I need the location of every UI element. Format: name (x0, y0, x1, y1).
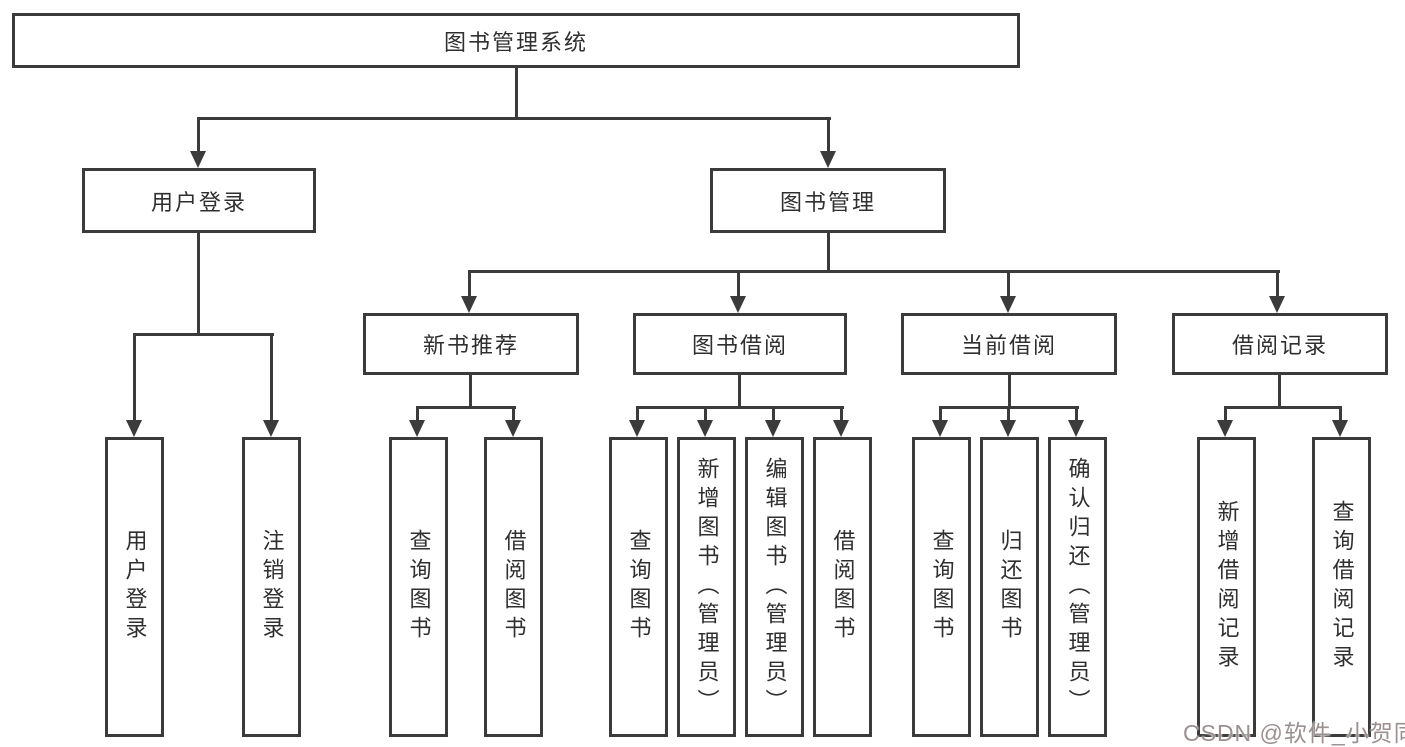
connector-br-leaf1-stem (1224, 406, 1227, 422)
node-new-books: 新书推荐 (363, 313, 579, 375)
connector-bb-leaf3-stem (772, 406, 775, 422)
arrowhead-nb-query (409, 420, 425, 437)
connector-new-books-stem (469, 375, 472, 408)
node-book-mgmt: 图书管理 (710, 168, 946, 233)
node-user-login: 用户登录 (82, 168, 316, 233)
arrowhead-bb-borrow (833, 420, 849, 437)
connector-cat3-stem (1007, 270, 1010, 298)
arrowhead-bb-query (629, 420, 645, 437)
connector-nb-leaf2-stem (512, 406, 515, 422)
arrowhead-new-books (461, 296, 477, 313)
connector-nb-leaf1-stem (416, 406, 419, 422)
connector-ul-leaf1-stem (133, 333, 136, 421)
arrowhead-user-login (190, 151, 206, 168)
node-borrow-records: 借阅记录 (1172, 313, 1388, 375)
watermark: CSDN @软件_小贺同学 (1183, 720, 1405, 746)
leaf-br-add-record: 新增借阅记录 (1197, 437, 1256, 737)
arrowhead-borrow-records (1269, 296, 1285, 313)
leaf-nb-query-books: 查询图书 (389, 437, 448, 737)
connector-bb-leaf4-stem (840, 406, 843, 422)
connector-current-borrow-stem (1008, 375, 1011, 408)
connector-borrow-records-hline (1224, 406, 1342, 409)
arrowhead-br-add (1217, 420, 1233, 437)
arrowhead-book-mgmt (820, 151, 836, 168)
arrowhead-cb-confirm (1068, 420, 1084, 437)
connector-cb-leaf2-stem (1007, 406, 1010, 422)
connector-book-mgmt-hline (468, 270, 1280, 273)
leaf-br-query-record: 查询借阅记录 (1312, 437, 1371, 737)
connector-user-login-hline (133, 333, 274, 336)
leaf-nb-borrow-books: 借阅图书 (484, 437, 543, 737)
node-current-borrow: 当前借阅 (901, 313, 1117, 375)
connector-bb-leaf2-stem (704, 406, 707, 422)
arrowhead-bb-add (697, 420, 713, 437)
connector-ul-leaf2-stem (270, 333, 273, 421)
leaf-cb-query-books: 查询图书 (912, 437, 971, 737)
node-root: 图书管理系统 (12, 13, 1020, 68)
connector-l1-right-stem (827, 117, 830, 153)
connector-cb-leaf1-stem (939, 406, 942, 422)
connector-book-borrow-hline (636, 406, 844, 409)
connector-cat2-stem (737, 270, 740, 298)
connector-root-stem (515, 66, 518, 119)
leaf-bb-borrow-books: 借阅图书 (813, 437, 872, 737)
connector-cat1-stem (468, 270, 471, 298)
connector-borrow-records-stem (1278, 375, 1281, 408)
arrowhead-br-query (1332, 420, 1348, 437)
connector-user-login-stem (197, 233, 200, 335)
arrowhead-nb-borrow (505, 420, 521, 437)
arrowhead-cb-query (932, 420, 948, 437)
connector-br-leaf2-stem (1339, 406, 1342, 422)
leaf-bb-edit-books-admin: 编辑图书（管理员） (745, 437, 804, 737)
leaf-bb-add-books-admin: 新增图书（管理员） (677, 437, 736, 737)
node-book-borrow: 图书借阅 (633, 313, 847, 375)
connector-new-books-hline (416, 406, 516, 409)
arrowhead-book-borrow (730, 296, 746, 313)
arrowhead-leaf-user-login (126, 420, 142, 437)
leaf-logout: 注销登录 (242, 437, 301, 737)
leaf-user-login: 用户登录 (105, 437, 164, 737)
connector-l1-left-stem (197, 117, 200, 153)
connector-cb-leaf3-stem (1075, 406, 1078, 422)
arrowhead-leaf-logout (263, 420, 279, 437)
leaf-bb-query-books: 查询图书 (609, 437, 668, 737)
leaf-cb-confirm-return-admin: 确认归还（管理员） (1048, 437, 1107, 737)
leaf-cb-return-books: 归还图书 (980, 437, 1039, 737)
connector-book-mgmt-stem (827, 233, 830, 272)
connector-cat4-stem (1276, 270, 1279, 298)
arrowhead-current-borrow (1000, 296, 1016, 313)
arrowhead-bb-edit (765, 420, 781, 437)
connector-bb-leaf1-stem (636, 406, 639, 422)
arrowhead-cb-return (1000, 420, 1016, 437)
connector-book-borrow-stem (738, 375, 741, 408)
connector-l1-hline (197, 117, 831, 120)
